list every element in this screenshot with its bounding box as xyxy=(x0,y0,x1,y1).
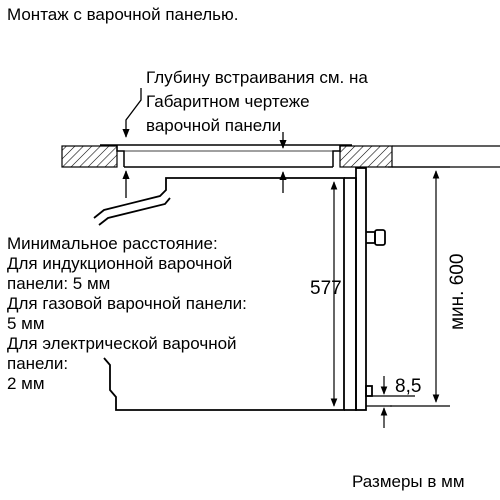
min-distance-line: Для электрической варочной xyxy=(7,334,237,353)
units-note: Размеры в мм xyxy=(352,472,465,491)
bottom-offset-label: 8,5 xyxy=(395,376,421,397)
min-distance-arrows xyxy=(122,170,287,198)
depth-note: Глубину встраивания см. на Габаритном че… xyxy=(146,68,368,136)
min-distance-line: 5 мм xyxy=(7,314,45,333)
depth-leader xyxy=(122,88,287,149)
min-distance-note: Минимальное расстояние: Для индукционной… xyxy=(7,234,247,394)
min-distance-line: 2 мм xyxy=(7,374,45,393)
oven-body xyxy=(93,167,386,411)
diagram-title: Монтаж с варочной панелью. xyxy=(7,5,239,24)
depth-note-line: Габаритном чертеже xyxy=(146,92,310,111)
min-distance-line: панели: 5 мм xyxy=(7,274,111,293)
min-distance-line: Для газовой варочной панели: xyxy=(7,294,247,313)
niche-height-label: мин. 600 xyxy=(447,254,468,330)
worktop xyxy=(61,145,500,168)
niche-height-dimension xyxy=(388,166,450,407)
depth-note-line: варочной панели xyxy=(146,116,282,135)
bottom-offset-dimension xyxy=(366,376,415,428)
depth-note-line: Глубину встраивания см. на xyxy=(146,68,368,87)
min-distance-line: панели: xyxy=(7,354,69,373)
hob xyxy=(100,144,352,168)
min-distance-line: Для индукционной варочной xyxy=(7,254,233,273)
min-distance-line: Минимальное расстояние: xyxy=(7,234,218,253)
oven-height-label: 577 xyxy=(310,278,342,299)
